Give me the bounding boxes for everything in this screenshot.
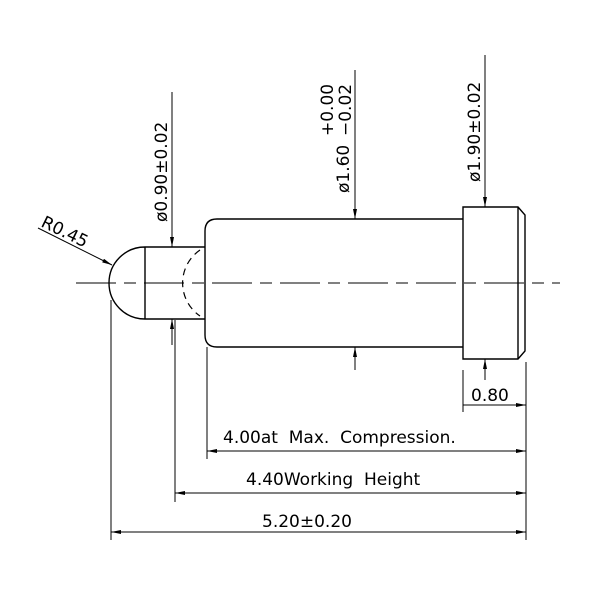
body-tolerance-upper: +0.00 [318, 84, 338, 136]
flange-diameter-label: ø1.90±0.02 [465, 82, 485, 182]
body-tolerance-lower: −0.02 [336, 84, 356, 136]
barrel-body [204, 218, 463, 348]
hidden-tip-edge [182, 249, 201, 317]
tip-radius-label: R0.45 [38, 213, 91, 253]
working-height-label: 4.40Working Height [246, 470, 421, 490]
total-length-label: 5.20±0.20 [262, 512, 352, 532]
plunger-tip [108, 246, 205, 320]
barrel-flange [462, 206, 526, 360]
body-diameter-label: ø1.60 [334, 145, 354, 193]
flange-length-label: 0.80 [471, 386, 509, 406]
max-compression-label: 4.00at Max. Compression. [223, 428, 456, 448]
radius-leader [37, 227, 113, 266]
tip-diameter-label: ø0.90±0.02 [152, 122, 172, 222]
